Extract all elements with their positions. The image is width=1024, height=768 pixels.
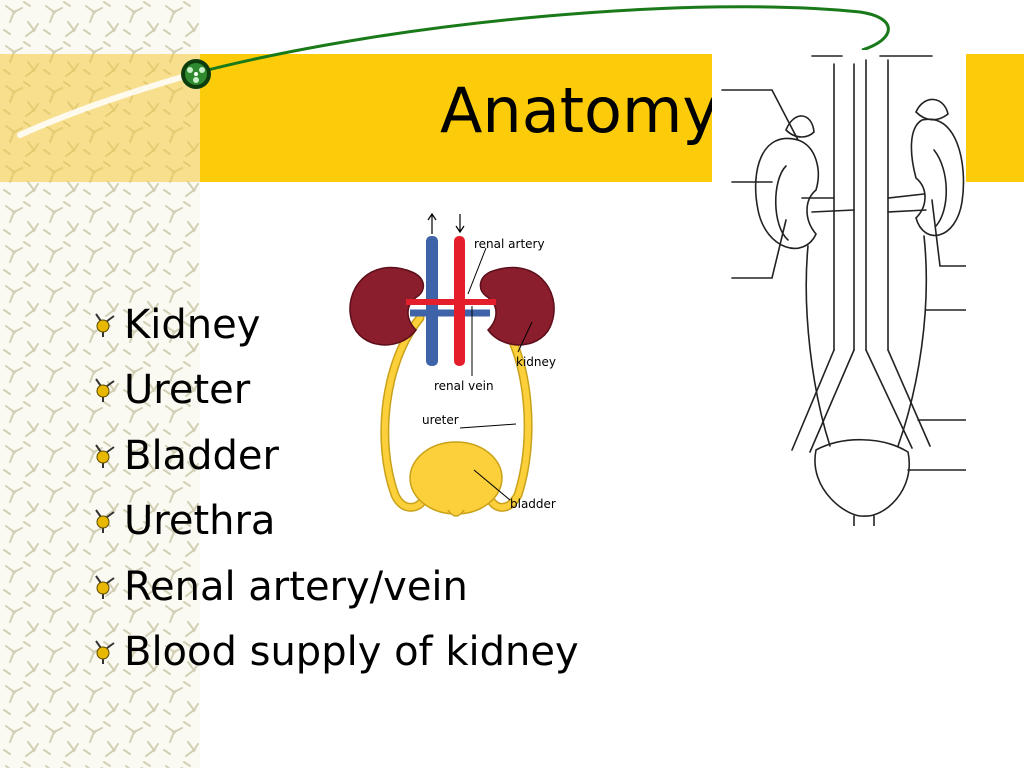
list-item: Ureter bbox=[88, 358, 579, 424]
bullet-list: Kidney Ureter Bladder Urethra Renal arte… bbox=[88, 292, 579, 685]
list-item: Renal artery/vein bbox=[88, 554, 579, 620]
bullet-text: Urethra bbox=[124, 498, 276, 545]
list-item: Blood supply of kidney bbox=[88, 620, 579, 686]
bullet-text: Renal artery/vein bbox=[124, 563, 468, 610]
urinary-system-color-diagram: renal artery kidney renal vein ureter bl… bbox=[349, 212, 556, 517]
bullet-text: Bladder bbox=[124, 432, 279, 479]
bullet-molecule-icon bbox=[95, 640, 115, 665]
urinary-system-lineart-diagram bbox=[712, 50, 966, 526]
label-renal-vein: renal vein bbox=[434, 379, 494, 393]
bullet-molecule-icon bbox=[95, 575, 115, 599]
bullet-molecule-icon bbox=[95, 444, 115, 468]
list-item: Bladder bbox=[88, 423, 579, 489]
bullet-molecule-icon bbox=[95, 313, 115, 337]
label-bladder: bladder bbox=[510, 497, 556, 511]
bullet-molecule-icon bbox=[95, 378, 115, 403]
label-renal-artery: renal artery bbox=[474, 237, 545, 251]
list-item: Kidney bbox=[88, 292, 579, 358]
bullet-text: Ureter bbox=[124, 367, 251, 414]
label-kidney: kidney bbox=[516, 355, 556, 369]
list-item: Urethra bbox=[88, 489, 579, 555]
bladder-shape bbox=[409, 441, 503, 517]
right-kidney-shape bbox=[479, 266, 555, 346]
bullet-molecule-icon bbox=[95, 509, 115, 534]
label-ureter: ureter bbox=[422, 413, 459, 427]
slide-title: Anatomy bbox=[440, 74, 720, 147]
bullet-text: Blood supply of kidney bbox=[124, 629, 579, 676]
bullet-text: Kidney bbox=[124, 301, 261, 348]
left-kidney-shape bbox=[349, 266, 425, 346]
